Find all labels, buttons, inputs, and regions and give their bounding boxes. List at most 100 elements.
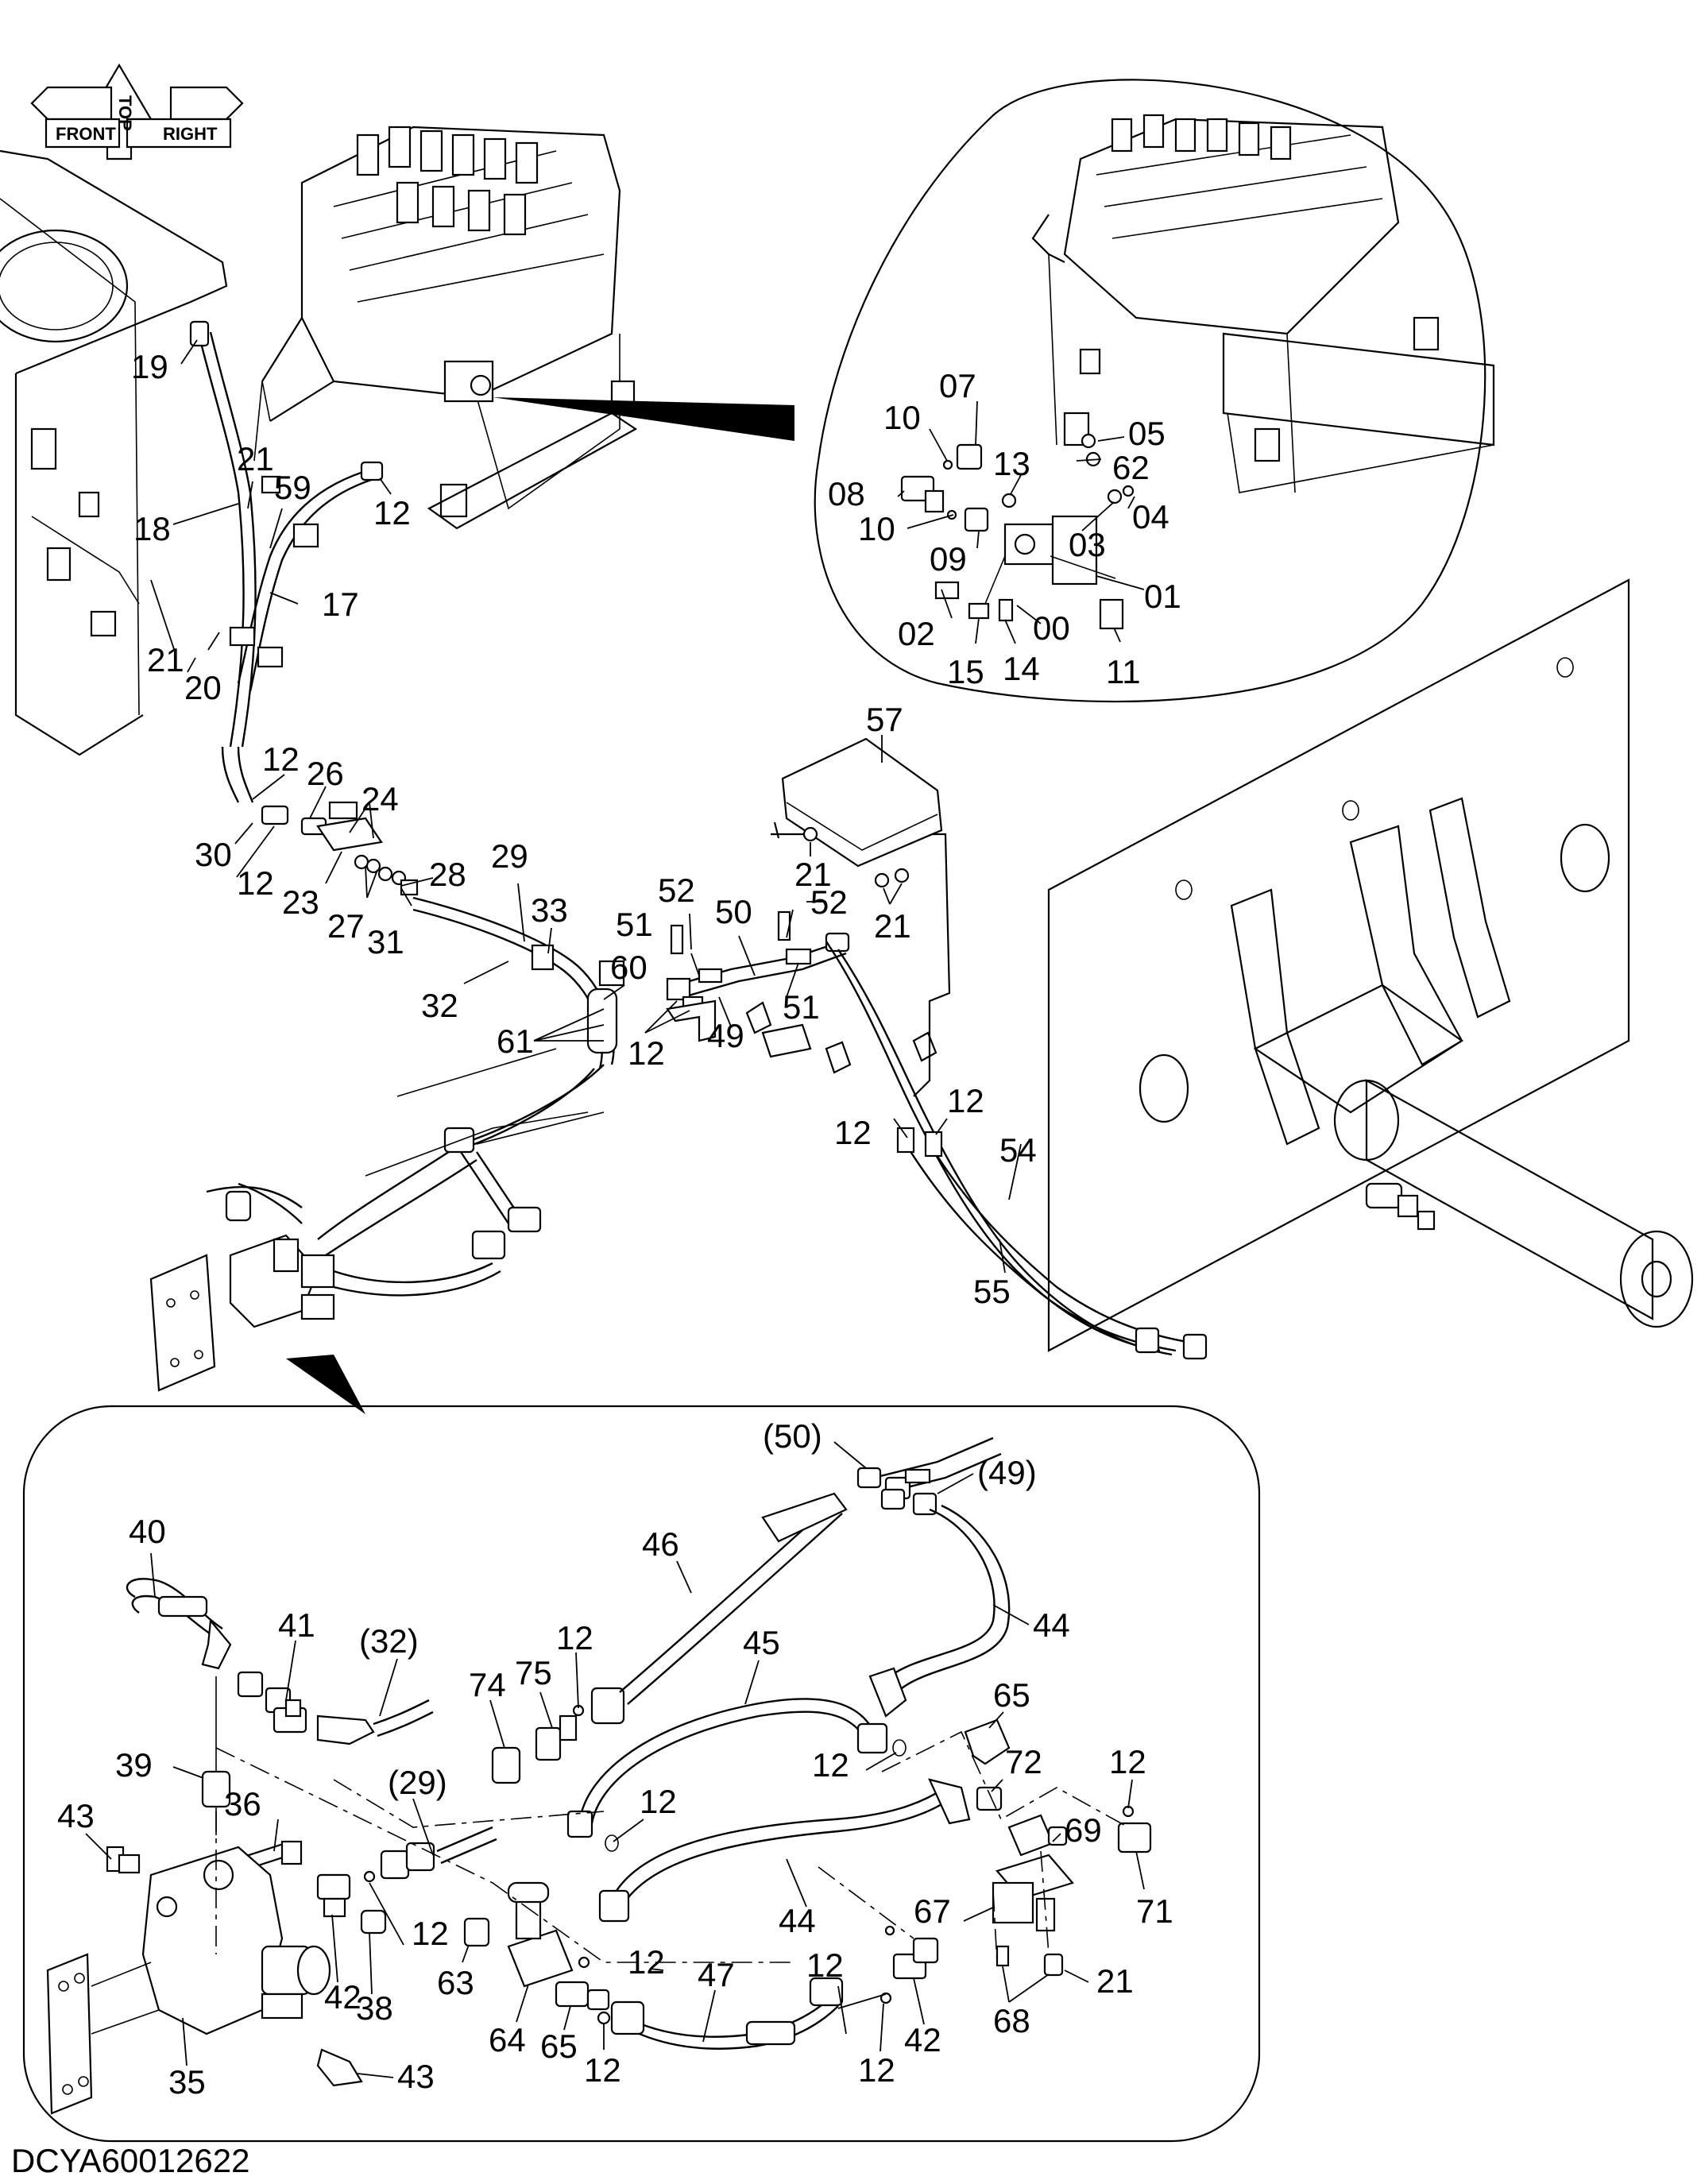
callout-12: 12 (373, 494, 411, 532)
callout-44: 44 (1033, 1606, 1070, 1644)
callout-57: 57 (866, 701, 903, 738)
callout-01: 01 (1144, 578, 1181, 615)
callout-75: 75 (515, 1654, 552, 1691)
callout-63: 63 (437, 1964, 474, 2001)
callout-12: 12 (806, 1946, 844, 1984)
callout-32: 32 (421, 987, 458, 1024)
callout-36: 36 (224, 1785, 261, 1823)
callout-12: 12 (834, 1114, 872, 1151)
callout-42: 42 (324, 1978, 361, 2016)
callout-29-ref: (29) (388, 1764, 447, 1801)
callout-65: 65 (540, 2027, 578, 2065)
callout-12: 12 (812, 1746, 849, 1784)
callout-33: 33 (531, 891, 568, 929)
detail-view-valve-fittings (814, 79, 1495, 703)
callout-18: 18 (133, 510, 171, 547)
callout-21: 21 (1096, 1962, 1134, 2000)
callout-12: 12 (237, 864, 274, 902)
callout-19: 19 (131, 348, 168, 385)
detail-pointer-wedge (493, 397, 794, 441)
callout-12: 12 (556, 1619, 593, 1656)
callout-47: 47 (698, 1956, 735, 1993)
callout-67: 67 (914, 1892, 951, 1930)
callout-10: 10 (883, 399, 921, 436)
callout-60: 60 (610, 949, 648, 986)
callout-21: 21 (794, 856, 832, 893)
boom-foot-and-cylinder (1047, 578, 1694, 1352)
callout-40: 40 (129, 1513, 166, 1550)
callout-21: 21 (147, 641, 184, 678)
callout-42: 42 (904, 2021, 941, 2058)
callout-28: 28 (429, 856, 466, 893)
callout-08: 08 (828, 475, 865, 512)
callout-21: 21 (874, 907, 911, 945)
orientation-front-label: FRONT (56, 124, 116, 144)
drawing-code: DCYA60012622 (11, 2142, 250, 2179)
callout-61: 61 (497, 1022, 534, 1060)
callout-74: 74 (469, 1666, 506, 1703)
callout-51: 51 (616, 906, 653, 943)
callout-12: 12 (412, 1915, 449, 1952)
lower-detail-pointer-wedge (286, 1355, 365, 1414)
callout-12: 12 (947, 1082, 984, 1119)
callout-55: 55 (973, 1273, 1011, 1310)
callout-31: 31 (367, 923, 404, 961)
callout-15: 15 (947, 653, 984, 690)
callout-24: 24 (361, 780, 399, 818)
callout-50: 50 (715, 893, 752, 930)
callout-09: 09 (930, 540, 967, 578)
callout-71: 71 (1136, 1892, 1173, 1930)
orientation-right-label: RIGHT (163, 124, 218, 144)
callout-07: 07 (939, 367, 976, 404)
callout-29: 29 (491, 837, 528, 875)
leader-lines (85, 339, 1145, 2078)
callout-49: 49 (707, 1017, 744, 1054)
callout-64: 64 (489, 2021, 526, 2058)
callout-46: 46 (642, 1525, 679, 1563)
callout-00: 00 (1033, 609, 1070, 647)
callout-14: 14 (1003, 650, 1040, 687)
callout-12: 12 (584, 2051, 621, 2089)
callout-68: 68 (993, 2002, 1030, 2039)
callout-44: 44 (779, 1902, 816, 1939)
control-valve-assembly (253, 126, 638, 530)
callout-12: 12 (1109, 1743, 1146, 1780)
callout-62: 62 (1112, 449, 1150, 486)
callout-03: 03 (1069, 526, 1106, 563)
callout-30: 30 (195, 836, 232, 873)
orientation-arrows-icon: FRONT TOP RIGHT (30, 63, 244, 160)
callout-27: 27 (327, 907, 365, 945)
callout-43: 43 (397, 2058, 435, 2095)
callout-05: 05 (1128, 415, 1166, 452)
callout-10: 10 (858, 510, 895, 547)
upper-frame-outline (0, 149, 228, 756)
callout-23: 23 (282, 883, 319, 921)
callout-12: 12 (640, 1783, 677, 1820)
callout-49-ref: (49) (977, 1454, 1037, 1491)
callout-72: 72 (1005, 1743, 1042, 1780)
callout-12: 12 (858, 2051, 895, 2089)
callout-43: 43 (57, 1797, 95, 1834)
callout-12: 12 (262, 740, 300, 778)
orientation-top-label: TOP (115, 95, 135, 131)
callout-41: 41 (278, 1606, 315, 1644)
callout-26: 26 (307, 755, 344, 792)
callout-69: 69 (1065, 1811, 1102, 1849)
callout-59: 59 (274, 469, 311, 506)
callout-51: 51 (783, 988, 820, 1026)
callout-12: 12 (628, 1943, 665, 1981)
callout-17: 17 (322, 586, 359, 623)
callout-50-ref: (50) (763, 1417, 822, 1455)
callout-12: 12 (628, 1034, 665, 1072)
callout-labels: 19 21 59 12 18 17 21 20 12 26 24 30 12 2… (57, 348, 1181, 2101)
callout-21: 21 (237, 440, 274, 477)
callout-32-ref: (32) (359, 1622, 419, 1660)
detail-view-lower-valve (22, 1405, 1261, 2143)
callout-54: 54 (999, 1131, 1037, 1169)
callout-35: 35 (168, 2063, 206, 2101)
hoses-upper-left (189, 320, 384, 803)
callout-38: 38 (356, 1989, 393, 2027)
callout-02: 02 (898, 615, 935, 652)
callout-39: 39 (115, 1746, 153, 1784)
